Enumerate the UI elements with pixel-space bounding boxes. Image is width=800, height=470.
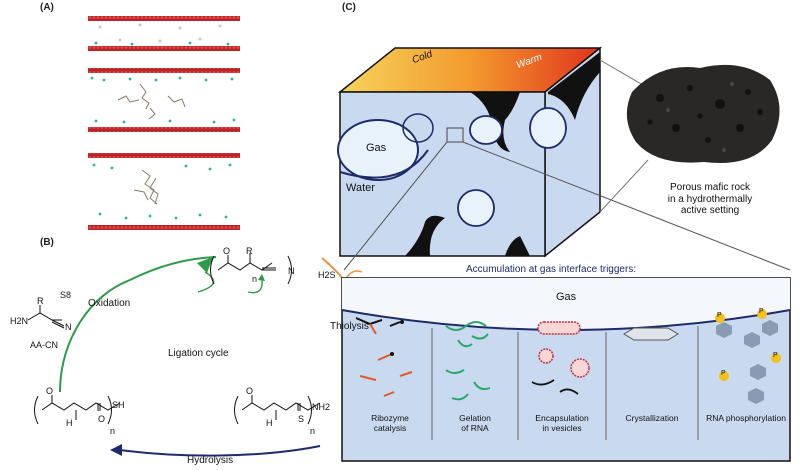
md-snapshot-2	[88, 68, 240, 132]
vesicle-illustration	[531, 321, 590, 395]
thioamide-structure	[234, 395, 321, 425]
caption-phosphorylation: RNA phosphorylation	[700, 413, 792, 424]
caption-phosphorylation-line1: RNA phosphorylation	[706, 413, 786, 423]
thioacid-h-label: H	[66, 418, 73, 428]
aa-cn-label: AA-CN	[30, 340, 59, 350]
thioamide-nh2-label: NH2	[312, 402, 331, 412]
caption-ribozyme-line2: catalysis	[373, 422, 407, 433]
interface-gas-label: Gas	[556, 291, 577, 303]
phosphorylation-illustration	[715, 309, 781, 404]
nitrile-o-label: O	[223, 246, 231, 256]
aa-cn-structure	[27, 305, 65, 329]
gas-label: Gas	[366, 142, 387, 154]
interface-panel	[341, 277, 791, 462]
md-snapshot-3	[88, 153, 240, 230]
panel-label-c: (C)	[342, 2, 356, 13]
phosphate-label-1: P	[717, 312, 722, 319]
panel-label-b: (B)	[40, 237, 54, 248]
caption-vesicles-line1: Encapsulation	[535, 413, 589, 423]
thioacid-n-subscript: n	[110, 426, 116, 436]
hydrolysis-arrow	[119, 445, 321, 457]
caption-vesicles-line2: in vesicles	[542, 422, 582, 433]
rna-gelation-illustration	[445, 321, 491, 401]
thioacid-sh-label: SH	[112, 400, 125, 410]
phosphate-label-4: P	[721, 370, 726, 377]
caption-gelation: Gelation of RNA	[436, 413, 514, 434]
ribozyme-illustration	[355, 317, 413, 397]
h2s-label: H2S	[318, 270, 336, 280]
caption-vesicles: Encapsulation in vesicles	[520, 413, 604, 434]
interface-title: Accumulation at gas interface triggers:	[466, 264, 637, 275]
aa-cn-n-label: N	[65, 322, 72, 332]
caption-ribozyme-line1: Ribozyme	[371, 413, 409, 423]
hydrolysis-label: Hydrolysis	[187, 455, 234, 466]
peptide-nitrile-structure	[210, 253, 292, 285]
panel-label-a: (A)	[40, 2, 54, 13]
oxidation-label: Oxidation	[88, 298, 131, 309]
rock-caption: Porous mafic rock in a hydrothermally ac…	[648, 182, 772, 217]
thioamide-n-subscript: n	[310, 426, 316, 436]
nitrile-n-label: N	[288, 266, 295, 276]
thioamide-s-label: S	[298, 414, 305, 424]
thioacid-o2-label: O	[98, 414, 106, 424]
md-snapshot-1	[88, 16, 240, 51]
crystal-illustration	[623, 327, 679, 341]
water-label: Water	[346, 182, 375, 194]
phosphate-label-3: P	[773, 352, 778, 359]
thioamide-h-label: H	[266, 418, 273, 428]
thioacid-structure	[34, 395, 121, 425]
caption-crystallization-line1: Crystallization	[625, 413, 679, 423]
porous-rock-image	[626, 64, 780, 164]
caption-gelation-line2: of RNA	[461, 422, 489, 433]
cycle-center-label: Ligation cycle	[168, 348, 229, 359]
aa-cn-r-label: R	[37, 296, 44, 306]
thioacid-o-label: O	[46, 386, 54, 396]
caption-ribozyme: Ribozyme catalysis	[352, 413, 428, 434]
rock-caption-line2: in a hydrothermally	[667, 193, 753, 205]
aa-cn-h2n-label: H2N	[10, 316, 29, 326]
thiolysis-label: Thiolysis	[330, 321, 369, 332]
rock-caption-line1: Porous mafic rock	[669, 182, 751, 193]
rock-caption-line3: active setting	[680, 205, 740, 216]
phosphate-label-2: P	[759, 308, 764, 315]
thioamide-o-label: O	[246, 386, 254, 396]
nitrile-n-subscript: n	[252, 274, 258, 284]
s8-label: S8	[60, 290, 72, 300]
caption-crystallization: Crystallization	[608, 413, 696, 424]
oxidation-arrow	[59, 279, 131, 393]
caption-gelation-line1: Gelation	[459, 413, 491, 423]
rock-block-3d	[337, 46, 791, 271]
nitrile-r-label: R	[246, 246, 253, 256]
